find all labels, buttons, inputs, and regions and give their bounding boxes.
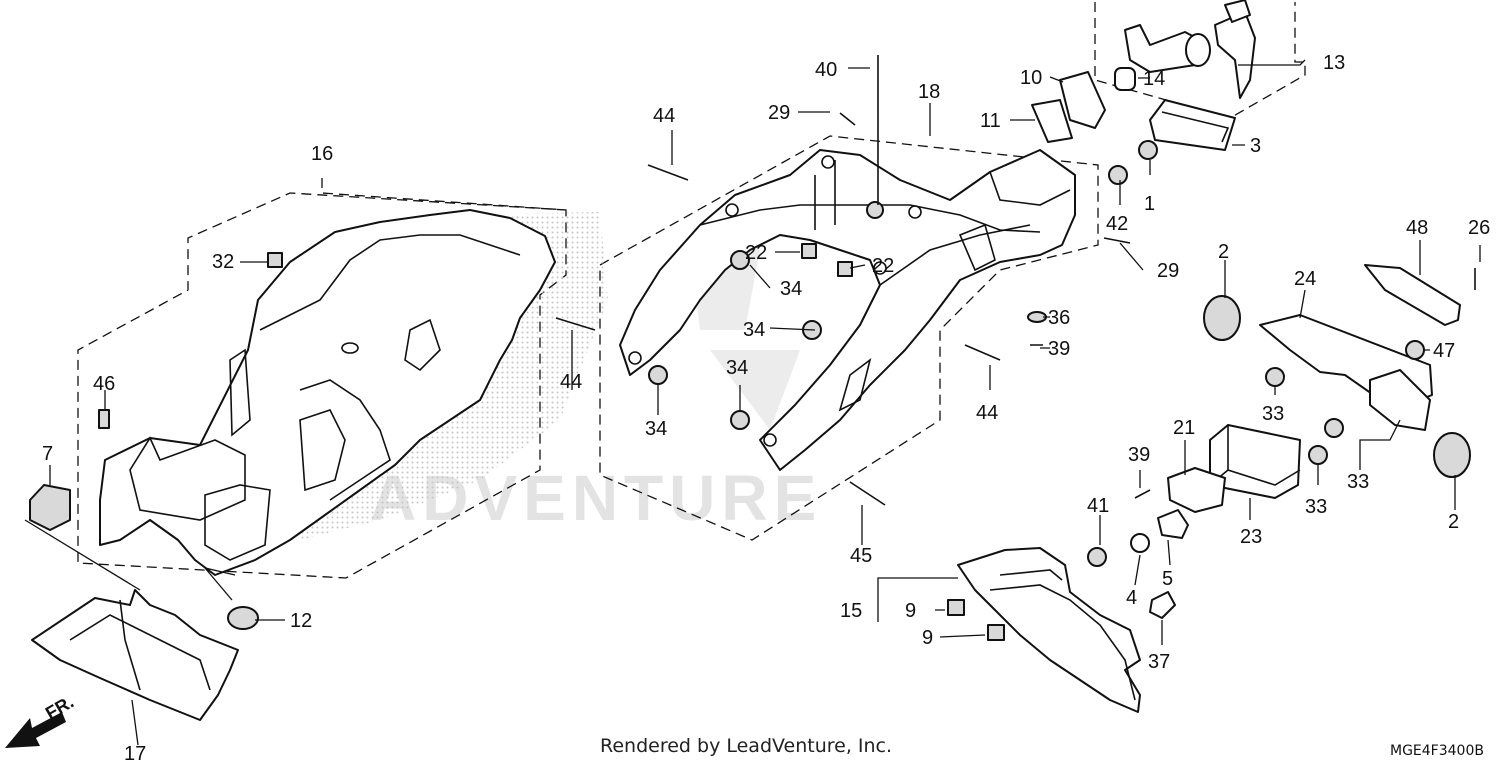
part-3-reflector <box>1149 99 1236 151</box>
callout-33: 33 <box>1305 496 1327 518</box>
part-14-lock-cap <box>1114 67 1136 91</box>
callout-2: 2 <box>1448 511 1459 533</box>
callout-9: 9 <box>905 600 916 622</box>
part-42-nut <box>1108 165 1128 185</box>
callout-37: 37 <box>1148 651 1170 673</box>
callout-47: 47 <box>1433 340 1455 362</box>
fr-label: FR. <box>42 692 77 724</box>
part-rear-fender-tail <box>957 547 1141 713</box>
callout-44: 44 <box>976 402 998 424</box>
part-41-nut <box>1087 547 1107 567</box>
callout-5: 5 <box>1162 568 1173 590</box>
part-22-nut <box>837 261 853 277</box>
part-46-clip <box>98 409 110 429</box>
bolts <box>555 55 1476 506</box>
part-34-grommet <box>730 250 750 270</box>
callout-23: 23 <box>1240 526 1262 548</box>
callout-9: 9 <box>922 627 933 649</box>
part-33-nut <box>1324 418 1344 438</box>
part-2-reflector <box>1203 295 1241 341</box>
callout-36: 36 <box>1048 307 1070 329</box>
part-34-grommet <box>730 410 750 430</box>
part-7-cap <box>29 484 71 531</box>
credit-text: Rendered by LeadVenture, Inc. <box>600 735 892 757</box>
part-1-collar <box>1138 140 1158 160</box>
part-21-bracket <box>1167 467 1226 513</box>
callout-45: 45 <box>850 545 872 567</box>
callout-26: 26 <box>1468 217 1490 239</box>
callout-22: 22 <box>745 242 767 264</box>
callout-7: 7 <box>42 443 53 465</box>
callout-labels: 1 2 2 3 4 5 7 9 9 10 11 12 13 14 15 16 1… <box>42 52 1490 765</box>
part-13-seat-lock <box>1114 0 1256 99</box>
callout-1: 1 <box>1144 193 1155 215</box>
part-33-nut <box>1308 445 1328 465</box>
callout-29: 29 <box>768 102 790 124</box>
callout-13: 13 <box>1323 52 1345 74</box>
callout-34: 34 <box>726 357 748 379</box>
callout-2: 2 <box>1218 241 1229 263</box>
callout-16: 16 <box>311 143 333 165</box>
callout-24: 24 <box>1294 268 1316 290</box>
assembly-16-outline <box>77 178 567 579</box>
part-4-collar <box>1130 533 1150 553</box>
callout-14: 14 <box>1143 68 1165 90</box>
part-37-bulb <box>1149 591 1176 619</box>
callout-34: 34 <box>743 319 765 341</box>
part-24-bracket <box>1259 314 1433 431</box>
callout-41: 41 <box>1087 495 1109 517</box>
callout-17: 17 <box>124 743 146 764</box>
callout-48: 48 <box>1406 217 1428 239</box>
callout-18: 18 <box>918 81 940 103</box>
part-5-socket <box>1157 509 1189 539</box>
callout-34: 34 <box>780 278 802 300</box>
part-47-collar <box>1405 340 1425 360</box>
fr-arrow-icon <box>5 712 66 748</box>
callout-39: 39 <box>1048 338 1070 360</box>
part-16-inner-fender <box>99 209 608 576</box>
diagram-code: MGE4F3400B <box>1390 743 1484 759</box>
callout-15: 15 <box>840 600 862 622</box>
assembly-15-bracket <box>877 577 958 622</box>
part-9-nut <box>947 599 965 616</box>
hardware <box>29 55 1476 641</box>
part-12-grommet <box>227 606 259 630</box>
callout-21: 21 <box>1173 417 1195 439</box>
callout-10: 10 <box>1020 67 1042 89</box>
part-2-reflector <box>1433 432 1471 478</box>
part-10-bracket <box>1059 71 1106 129</box>
assembly-13-outline <box>1094 2 1306 119</box>
callout-3: 3 <box>1250 135 1261 157</box>
callout-32: 32 <box>212 251 234 273</box>
callout-42: 42 <box>1106 213 1128 235</box>
part-48-bracket <box>1364 264 1461 326</box>
callout-39: 39 <box>1128 444 1150 466</box>
part-11-bracket <box>1031 99 1073 143</box>
part-32-nut <box>267 252 283 268</box>
assembly-18-outline <box>599 135 1099 541</box>
part-34-grommet <box>648 365 668 385</box>
part-nut <box>866 201 884 219</box>
leader-lines <box>24 59 1481 746</box>
front-direction-indicator: FR. <box>5 692 77 748</box>
callout-44: 44 <box>653 105 675 127</box>
callout-22: 22 <box>872 255 894 277</box>
callout-44: 44 <box>560 371 582 393</box>
callout-11: 11 <box>980 110 1001 132</box>
callout-4: 4 <box>1126 587 1137 609</box>
callout-46: 46 <box>93 373 115 395</box>
part-9-nut <box>987 624 1005 641</box>
part-18-rear-frame <box>619 149 1076 471</box>
callout-29: 29 <box>1157 260 1179 282</box>
callout-12: 12 <box>290 610 312 632</box>
part-33-nut <box>1265 367 1285 387</box>
callout-34: 34 <box>645 418 667 440</box>
part-22-nut <box>801 243 817 259</box>
callout-40: 40 <box>815 59 837 81</box>
part-17-under-cowl <box>31 589 239 721</box>
callout-33: 33 <box>1262 403 1284 425</box>
callout-33: 33 <box>1347 471 1369 493</box>
assembly-outlines <box>77 2 1306 622</box>
